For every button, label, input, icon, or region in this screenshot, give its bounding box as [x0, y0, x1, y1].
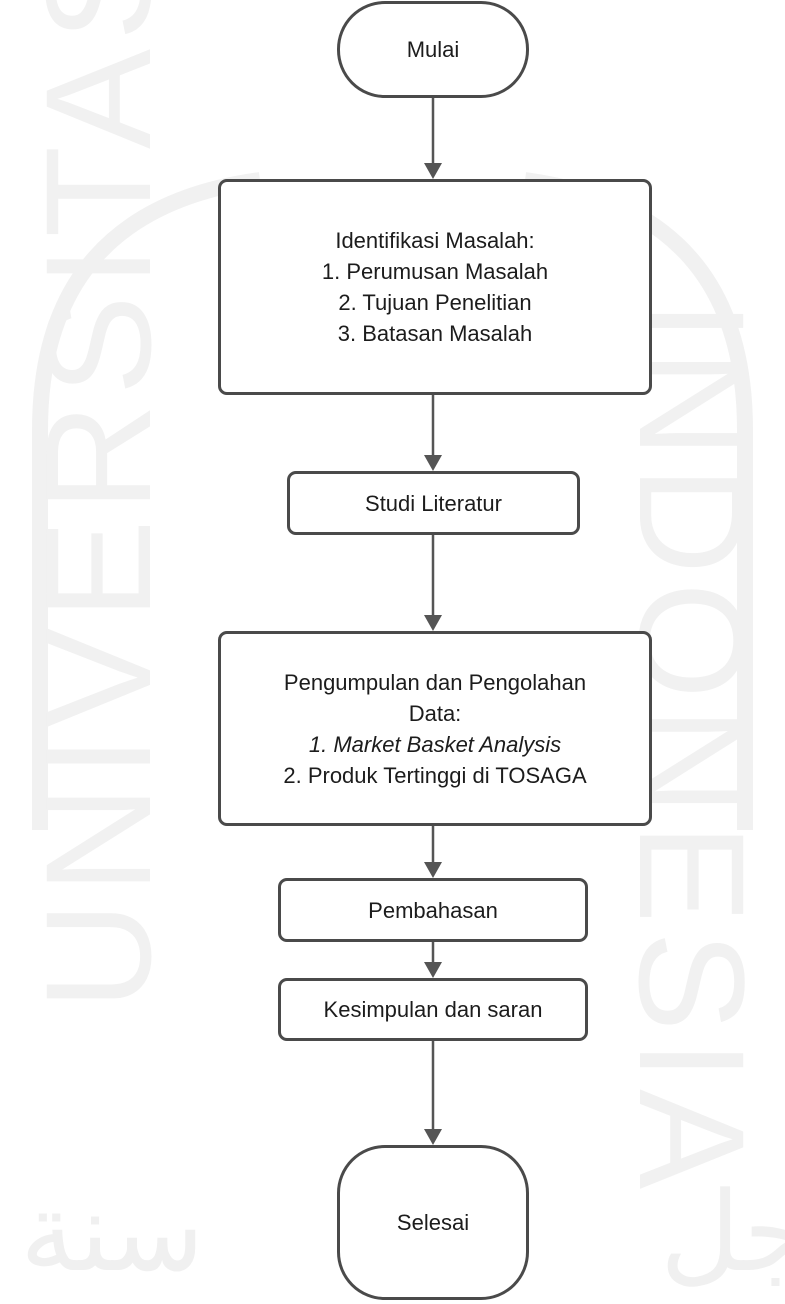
- arrow-conclusion-to-end: [424, 1041, 442, 1145]
- literature-label: Studi Literatur: [365, 490, 502, 516]
- end-terminal-shape: Selesai: [337, 1145, 529, 1300]
- identification-item-3: 3. Batasan Masalah: [337, 321, 533, 346]
- arrow-literature-to-data: [424, 535, 442, 631]
- start-label: Mulai: [406, 37, 460, 62]
- conclusion-label: Kesimpulan dan saran: [323, 997, 543, 1022]
- data-item-1: 1. Market Basket Analysis: [308, 731, 562, 757]
- data-item-2: 2. Produk Tertinggi di TOSAGA: [283, 762, 587, 788]
- arrow-start-to-identification: [424, 98, 442, 179]
- conclusion-step: Kesimpulan dan saran: [278, 978, 588, 1041]
- data-step: Pengumpulan dan Pengolahan Data: 1. Mark…: [218, 631, 652, 826]
- data-title: Pengumpulan dan Pengolahan: [283, 669, 587, 695]
- arrow-discussion-to-conclusion: [424, 942, 442, 978]
- arrow-identification-to-literature: [424, 395, 442, 471]
- discussion-label: Pembahasan: [368, 897, 498, 923]
- identification-item-2: 2. Tujuan Penelitian: [338, 290, 532, 315]
- identification-title: Identifikasi Masalah:: [335, 228, 535, 253]
- literature-box: Studi Literatur: [287, 471, 580, 535]
- arrow-data-to-discussion: [424, 826, 442, 878]
- end-label: Selesai: [396, 1210, 470, 1235]
- identification-item-1: 1. Perumusan Masalah: [321, 259, 549, 284]
- identification-step: Identifikasi Masalah: 1. Perumusan Masal…: [218, 179, 652, 395]
- start-terminal: Mulai: [337, 1, 529, 98]
- data-title-cont: Data:: [408, 700, 462, 726]
- discussion-process: Pembahasan: [278, 878, 588, 942]
